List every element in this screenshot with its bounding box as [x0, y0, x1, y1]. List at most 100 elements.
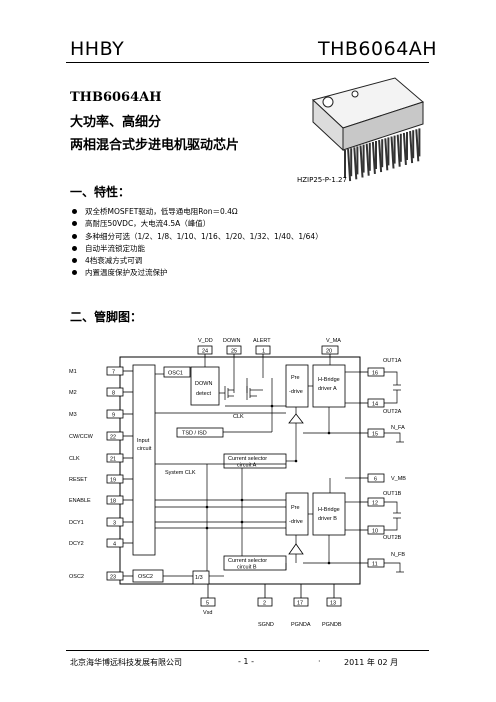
- svg-text:OSC2: OSC2: [138, 574, 153, 580]
- svg-text:M1: M1: [69, 369, 77, 375]
- svg-text:OUT1B: OUT1B: [383, 491, 402, 497]
- left-pin-m3: M3 9: [69, 409, 133, 419]
- right-pin-nfb: N_FB 11: [360, 552, 405, 568]
- features-list: 双全桥MOSFET驱动，低导通电阻Ron＝0.4Ω 高耐压50VDC，大电流4.…: [72, 206, 323, 280]
- comparator-a-icon: [288, 413, 304, 424]
- package-lead: [378, 140, 383, 173]
- svg-text:CW/CCW: CW/CCW: [69, 434, 94, 440]
- svg-text:6: 6: [374, 477, 377, 483]
- svg-text:V_MA: V_MA: [326, 338, 341, 344]
- bullet-icon: [72, 221, 77, 227]
- svg-text:H-Bridge: H-Bridge: [318, 377, 340, 383]
- svg-text:N_FB: N_FB: [391, 552, 405, 558]
- left-pin-osc2: OSC2 23: [69, 571, 133, 581]
- feature-item: 4档衰减方式可调: [72, 255, 323, 267]
- svg-text:7: 7: [112, 370, 115, 376]
- svg-text:OSC2: OSC2: [69, 574, 84, 580]
- svg-text:5: 5: [206, 601, 209, 607]
- package-lead: [347, 149, 352, 182]
- package-lead: [365, 143, 370, 176]
- svg-text:Vsd: Vsd: [203, 610, 212, 616]
- svg-text:V_DD: V_DD: [198, 338, 213, 344]
- divider-block: 1/3: [192, 570, 210, 585]
- right-pin-vmb: V_MB6: [360, 473, 406, 483]
- svg-text:Input: Input: [137, 438, 150, 444]
- pre-drive-a-block: Pre-drive: [285, 364, 309, 408]
- svg-text:driver A: driver A: [318, 386, 337, 392]
- package-lead: [390, 136, 395, 169]
- pinout-heading: 二、管脚图：: [70, 310, 143, 324]
- feature-item: 多种细分可选（1/2、1/8、1/10、1/16、1/20、1/32、1/40、…: [72, 231, 323, 243]
- package-lead: [353, 147, 358, 180]
- svg-text:Current selector: Current selector: [228, 456, 267, 462]
- hbridge-a-block: H-Bridge driver A: [312, 364, 346, 408]
- pre-drive-b-block: Pre-drive: [285, 492, 309, 536]
- header-rule: [66, 62, 429, 63]
- footer-rule: [66, 650, 429, 651]
- left-pin-clk: CLK 21: [69, 453, 133, 463]
- svg-text:-drive: -drive: [289, 519, 303, 525]
- header-left-brand: HHBY: [70, 38, 125, 60]
- package-lead: [402, 132, 407, 165]
- bullet-icon: [72, 270, 77, 276]
- svg-text:OSC1: OSC1: [168, 371, 183, 377]
- svg-text:1: 1: [262, 349, 265, 355]
- top-pin-vdd: V_DD 24: [197, 338, 213, 357]
- svg-text:23: 23: [110, 575, 116, 581]
- footer-company: 北京海华博远科技发展有限公司: [70, 658, 182, 667]
- svg-text:ENABLE: ENABLE: [69, 498, 91, 504]
- svg-text:detect: detect: [196, 391, 211, 397]
- tsd-isd-block: TSD / ISD: [176, 427, 224, 438]
- svg-text:17: 17: [297, 601, 303, 607]
- package-lead: [409, 131, 414, 164]
- svg-text:DCY2: DCY2: [69, 541, 84, 547]
- svg-text:21: 21: [110, 457, 116, 463]
- left-pin-enable: ENABLE 18: [69, 495, 133, 505]
- bullet-icon: [72, 245, 77, 251]
- svg-text:15: 15: [372, 432, 378, 438]
- package-label: HZIP25-P-1.27: [297, 176, 347, 184]
- svg-text:20: 20: [326, 349, 332, 355]
- package-lead: [359, 145, 364, 178]
- bullet-icon: [72, 209, 77, 214]
- feature-item: 内置温度保护及过流保护: [72, 267, 323, 279]
- footer-mark: ·: [318, 657, 321, 666]
- svg-text:OUT1A: OUT1A: [383, 358, 402, 364]
- svg-text:3: 3: [113, 521, 116, 527]
- top-pin-vma: V_MA 20: [321, 338, 341, 357]
- svg-text:11: 11: [372, 562, 378, 568]
- doc-subtitle-2: 两相混合式步进电机驱动芯片: [70, 138, 240, 153]
- svg-text:OUT2A: OUT2A: [383, 409, 402, 415]
- svg-text:M3: M3: [69, 412, 77, 418]
- svg-text:9: 9: [112, 413, 115, 419]
- svg-text:circuit A: circuit A: [237, 463, 257, 469]
- footer-page-number: - 1 -: [238, 657, 254, 666]
- mosfet-icon: [224, 386, 263, 400]
- system-clk-label: System CLK: [165, 470, 196, 476]
- bullet-icon: [72, 233, 77, 239]
- package-lead: [415, 129, 420, 162]
- svg-text:SGND: SGND: [258, 622, 274, 628]
- svg-text:driver B: driver B: [318, 516, 337, 522]
- svg-text:DOWN: DOWN: [195, 381, 212, 387]
- svg-text:TSD / ISD: TSD / ISD: [182, 431, 207, 437]
- feature-item: 高耐压50VDC，大电流4.5A（峰值）: [72, 218, 323, 230]
- svg-text:18: 18: [110, 499, 116, 505]
- left-pin-m1: M1 7: [69, 366, 133, 376]
- header-right-model: THB6064AH: [318, 38, 438, 60]
- svg-text:24: 24: [202, 349, 208, 355]
- svg-text:H-Bridge: H-Bridge: [318, 507, 340, 513]
- svg-text:N_FA: N_FA: [391, 425, 405, 431]
- svg-text:CLK: CLK: [69, 456, 80, 462]
- svg-text:2: 2: [263, 601, 266, 607]
- svg-text:16: 16: [372, 371, 378, 377]
